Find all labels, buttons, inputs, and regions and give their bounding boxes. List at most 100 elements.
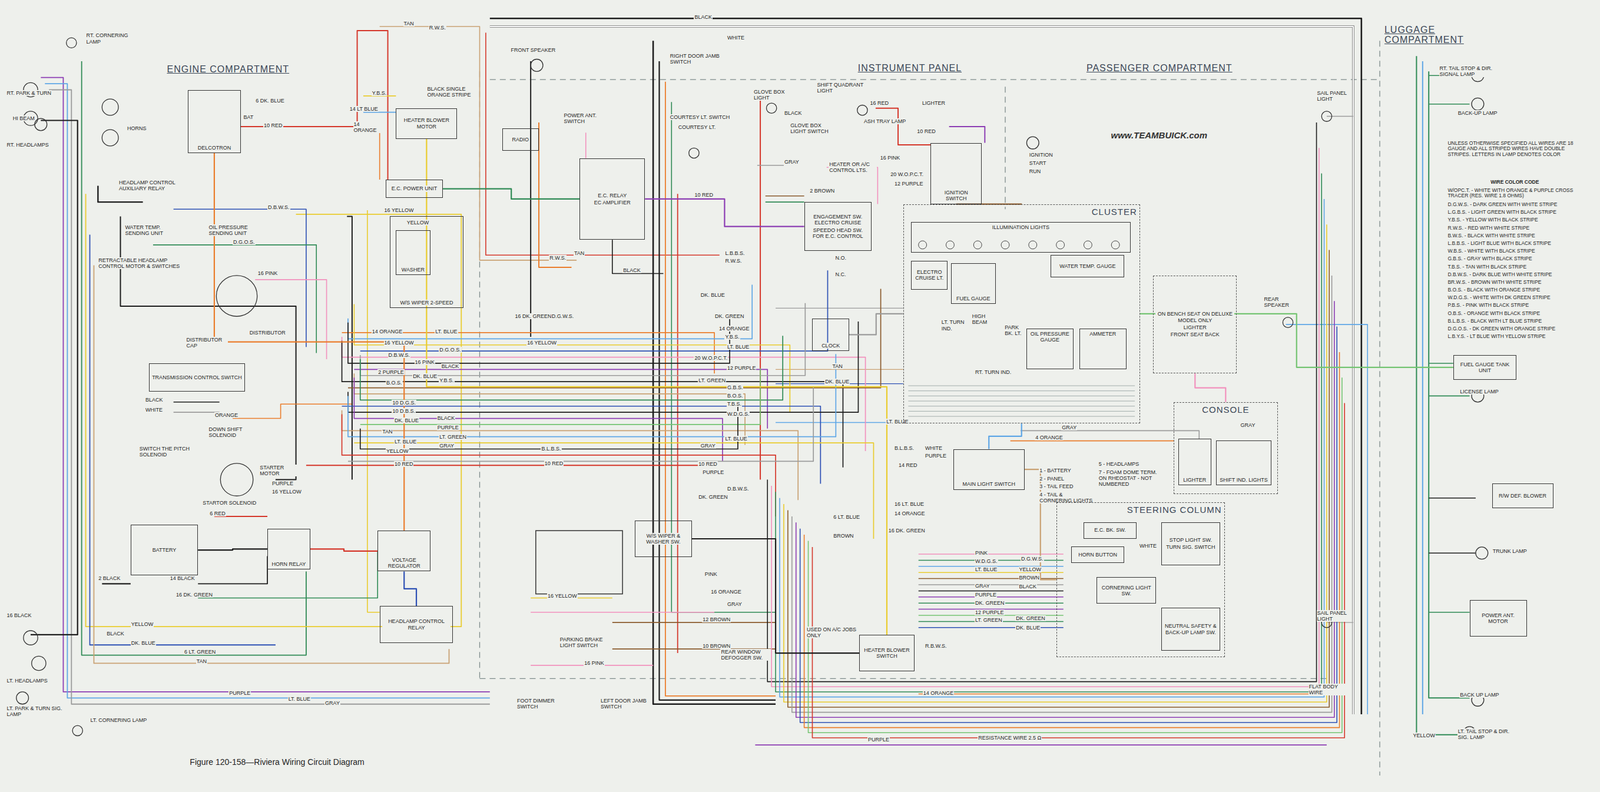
component-label: IGNITION SWITCH [932, 189, 980, 202]
wire-label: 6 DK. BLUE [254, 97, 286, 104]
wire-label: ASH TRAY LAMP [863, 118, 907, 125]
lamp-symbol [1026, 136, 1039, 149]
component-box: WATER TEMP. GAUGE [1050, 254, 1125, 278]
wire-label: TRUNK LAMP [1492, 548, 1528, 555]
bulb-symbol [918, 240, 927, 250]
component-box: HORN BUTTON [1071, 546, 1125, 563]
wire [48, 90, 490, 705]
wire-label: LT. CORNERING LAMP [90, 717, 148, 724]
component-label: W/S WIPER & WASHER SW. [637, 532, 690, 546]
wire-label: LIGHTER [921, 100, 946, 106]
component-box: ILLUMINATION LIGHTS [911, 222, 1131, 253]
lamp-symbol [1471, 97, 1484, 111]
color-code-note: B.W.S. - BLACK WITH WHITE STRIPE [1446, 233, 1536, 239]
wire-label: DK. BLUE [824, 378, 850, 385]
wire-label: HEADLAMP CONTROL AUXILIARY RELAY [118, 179, 194, 192]
area-box: ON BENCH SEAT ON DELUXE MODEL ONLYLIGHTE… [1153, 275, 1237, 374]
component-label: CORNERING LIGHT SW. [1098, 584, 1154, 598]
component-box: HEADLAMP CONTROL RELAY [379, 605, 454, 643]
wire-label: LT. BLUE [393, 438, 417, 445]
wire-label: BLACK [436, 415, 456, 422]
component-box: MAIN LIGHT SWITCH [953, 449, 1025, 490]
wire [360, 401, 738, 449]
component-label: W/S WIPER 2-SPEED [399, 299, 454, 306]
wire-label: 16 PINK [257, 270, 279, 277]
wire-label: SAIL PANEL LIGHT [1316, 610, 1349, 622]
region-heading: LUGGAGE COMPARTMENT [1383, 24, 1477, 46]
wire-label: YELLOW [130, 621, 155, 628]
wire [360, 368, 761, 425]
wire-label: RT. PARK & TURN [5, 90, 52, 96]
component-box: TRANSMISSION CONTROL SWITCH [148, 363, 245, 393]
wire-label: 10 RED [263, 122, 284, 129]
wire-label: 14 ORANGE [893, 510, 926, 517]
color-code-note: UNLESS OTHERWISE SPECIFIED ALL WIRES ARE… [1446, 140, 1581, 158]
wire-label: BROWN [1018, 574, 1041, 581]
wire-label: W.D.G.S. [974, 558, 999, 565]
wire [918, 553, 1064, 555]
wire [530, 611, 715, 614]
wire [908, 411, 1135, 412]
wire-connector [849, 313, 904, 336]
wire-label: TAN [196, 658, 208, 665]
wire-label: 2 BROWN [809, 187, 836, 194]
wire-label: DK. GREEN [974, 600, 1006, 606]
lamp-symbol [1321, 111, 1332, 122]
wire-label: GRAY [726, 601, 743, 608]
wire [754, 744, 1327, 746]
color-code-note: L.B.Y.S. - LT BLUE WITH YELLOW STRIPE [1446, 333, 1546, 340]
wire [787, 250, 1330, 708]
component-box: HORN RELAY [267, 528, 311, 570]
wire-label: PARKING BRAKE LIGHT SWITCH [559, 636, 610, 649]
color-code-note: G.B.S. - GRAY WITH BLACK STRIPE [1446, 256, 1533, 262]
component-box: NEUTRAL SAFETY & BACK-UP LAMP SW. [1161, 607, 1221, 651]
wire-label: 12 BROWN [701, 616, 731, 623]
wire-label: 10 D.B.S. [391, 408, 416, 414]
component-label: SHIFT IND. LIGHTS [1218, 476, 1268, 483]
component-box: OIL PRESSURE GAUGE [1026, 328, 1074, 370]
component-label: ELECTRO CRUISE LT. [913, 269, 946, 282]
component-box: STOP LIGHT SW.TURN SIG. SWITCH [1161, 522, 1221, 566]
component-label: EC AMPLIFIER [593, 199, 632, 206]
wire-label: ORANGE [214, 412, 239, 419]
wire-label: L.B.B.S. [724, 250, 745, 257]
component-label: NEUTRAL SAFETY & BACK-UP LAMP SW. [1163, 623, 1219, 636]
wire [30, 120, 78, 635]
region-boundary [489, 79, 1378, 81]
wire [120, 216, 296, 480]
component-label: FUEL GAUGE TANK UNIT [1455, 361, 1515, 374]
lamp-symbol [216, 275, 257, 317]
wire-label: BLACK [105, 630, 125, 637]
wire-label: 10 BROWN [701, 643, 731, 649]
wire [918, 578, 1064, 580]
wire [585, 132, 587, 158]
wire-label: LT. TURN IND. [941, 319, 972, 331]
wire [1416, 55, 1460, 735]
lamp-symbol [1282, 317, 1293, 328]
wire-label: LT. BLUE [974, 566, 998, 573]
wire-label: 12 PURPLE [726, 365, 757, 371]
wire-label: GRAY [1240, 422, 1257, 429]
wire [353, 369, 768, 429]
wire [612, 239, 664, 274]
wire [93, 265, 449, 664]
wire-label: D.B.W.S. [388, 352, 412, 359]
wire-label: RUN [1028, 168, 1042, 175]
component-label: HEATER BLOWER SWITCH [861, 647, 913, 660]
wire-label: FLAT BODY WIRE [1308, 683, 1351, 696]
wire-label: D.B.W.S. [726, 485, 750, 492]
component-box: FUEL GAUGE [951, 263, 996, 304]
wire-label: YELLOW [406, 219, 430, 226]
wire [908, 416, 1135, 417]
wire-label: BLACK [144, 396, 164, 403]
component-label: CLOCK [820, 342, 841, 349]
wire-label: 16 YELLOW [383, 339, 415, 346]
wire [1422, 61, 1424, 715]
lamp-symbol [16, 691, 29, 705]
bulb-symbol [973, 240, 982, 250]
wire-label: BROWN [832, 532, 855, 539]
wire-label: 20 W.O.P.C.T. [693, 355, 728, 361]
wire-connector [197, 548, 268, 551]
wire-label: YELLOW [1412, 732, 1436, 739]
